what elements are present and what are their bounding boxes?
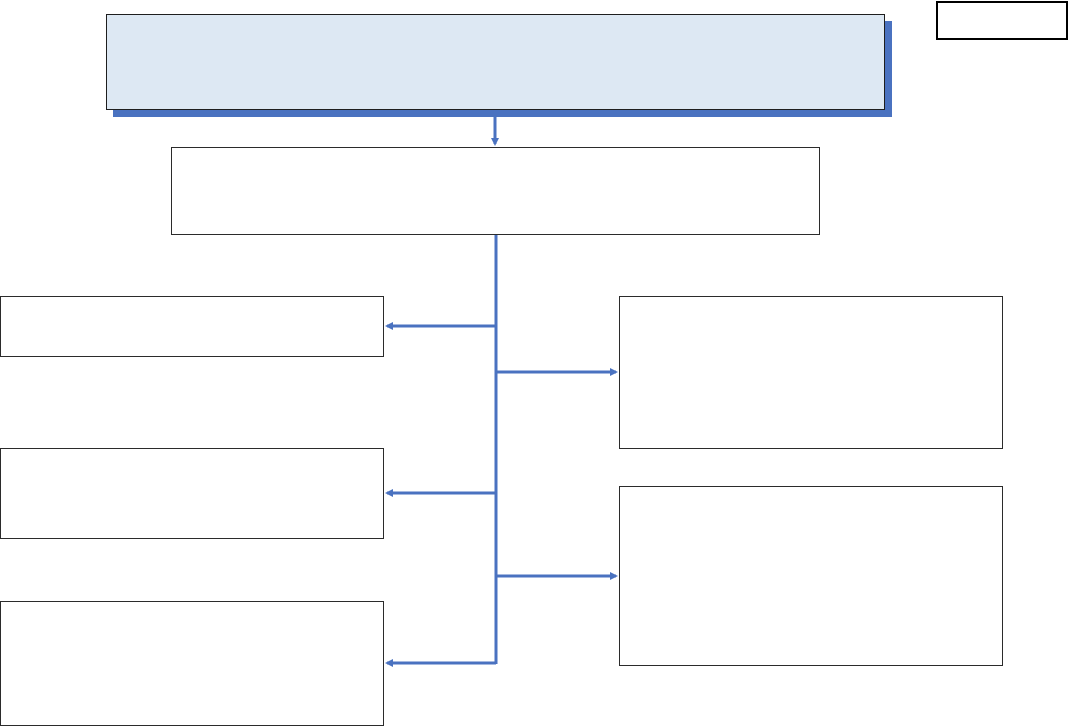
left-box-3 [0,601,384,726]
main-box [171,147,820,235]
left-box-2 [0,448,384,539]
left-box-1 [0,296,384,357]
corner-label-box [936,1,1068,40]
right-box-1 [619,296,1003,449]
title-box [106,14,885,110]
right-box-2 [619,486,1003,666]
